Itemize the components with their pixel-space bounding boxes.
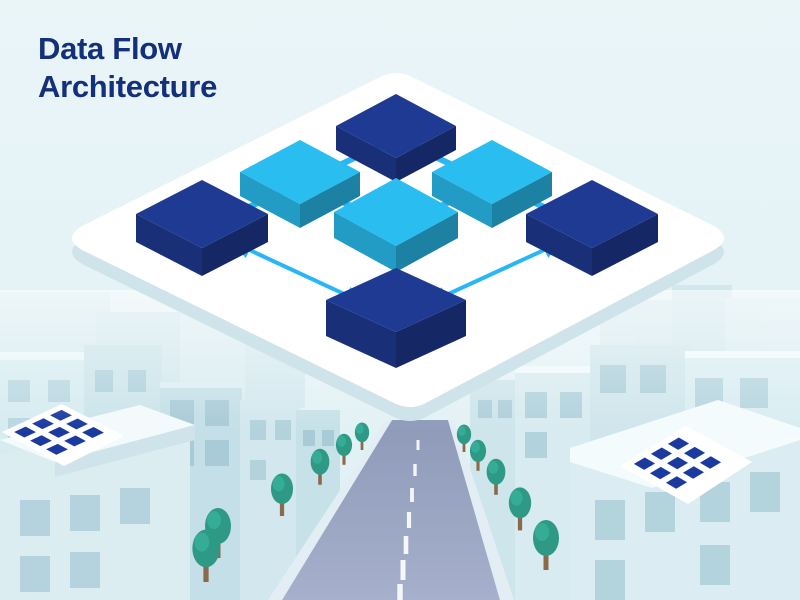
node-bottom-side-right <box>396 300 466 368</box>
solar-cell <box>666 456 689 470</box>
road <box>268 420 514 600</box>
road-dash <box>410 488 414 502</box>
solar-cell <box>64 435 86 447</box>
nodes <box>136 94 658 368</box>
node-top-side-right <box>396 126 456 182</box>
tree <box>469 439 487 471</box>
node-upper-left-side-right <box>300 172 360 228</box>
node-left-top <box>136 180 268 248</box>
node-right <box>526 180 658 276</box>
node-upper-left <box>240 140 360 228</box>
tree <box>486 458 506 495</box>
node-upper-right-top <box>432 140 552 204</box>
node-center <box>334 178 458 272</box>
title-line-2: Architecture <box>38 69 218 104</box>
road-dash <box>397 584 403 600</box>
node-right-side-right <box>592 214 658 276</box>
solar-cell <box>633 457 656 470</box>
solar-cell <box>682 466 705 479</box>
tree <box>192 529 220 582</box>
tree <box>508 487 532 531</box>
node-top-top <box>336 94 456 158</box>
solar-cell <box>46 443 68 455</box>
node-center-top <box>334 178 458 246</box>
solar-panel-right <box>620 426 752 504</box>
connection-node-bottom-node-right <box>429 241 561 304</box>
solar-cell <box>699 456 722 469</box>
node-right-side-left <box>526 214 592 276</box>
node-top <box>336 94 456 182</box>
node-upper-left-side-left <box>240 172 300 228</box>
node-left-side-right <box>202 214 268 276</box>
road-dash <box>403 536 409 554</box>
solar-cell <box>650 447 673 460</box>
street-trees <box>192 422 559 582</box>
road-dash <box>416 440 420 450</box>
solar-cell <box>649 466 672 480</box>
road-dash <box>413 464 417 476</box>
node-bottom-top <box>326 268 466 332</box>
node-upper-right-side-left <box>432 172 492 228</box>
connection-node-bottom-node-left <box>233 241 363 304</box>
tree <box>310 448 330 485</box>
tree <box>335 433 353 465</box>
node-center-side-left <box>334 212 396 272</box>
node-center-side-right <box>396 212 458 272</box>
node-left <box>136 180 268 276</box>
node-bottom-side-left <box>326 300 396 368</box>
node-bottom <box>326 268 466 368</box>
road-dash <box>400 560 406 580</box>
node-upper-right-side-right <box>492 172 552 228</box>
node-right-top <box>526 180 658 248</box>
tree <box>270 473 294 516</box>
title-line-1: Data Flow <box>38 31 182 66</box>
road-dash <box>406 512 412 528</box>
solar-cell <box>667 437 690 450</box>
node-upper-left-top <box>240 140 360 204</box>
node-upper-right <box>432 140 552 228</box>
tree <box>533 520 559 570</box>
node-top-side-left <box>336 126 396 182</box>
node-left-side-left <box>136 214 202 276</box>
solar-cell <box>30 435 52 447</box>
diagram-title: Data Flow Architecture <box>38 30 217 106</box>
solar-cell <box>683 446 706 460</box>
solar-cell <box>665 476 688 489</box>
